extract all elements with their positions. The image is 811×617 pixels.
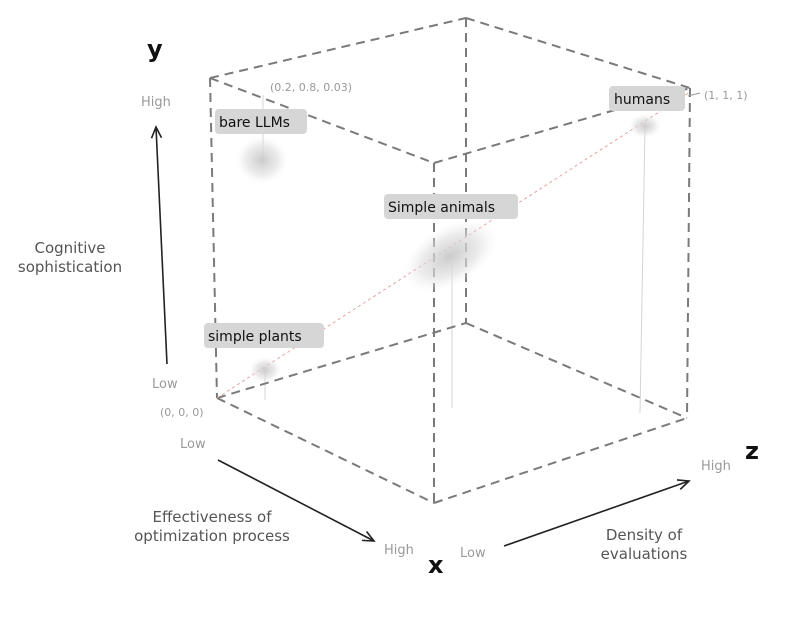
drop-line-humans [639, 126, 646, 414]
label-box-simple-animals [384, 194, 518, 219]
x-axis-name-line2: optimization process [134, 527, 290, 545]
y-axis-name-line1: Cognitive [34, 239, 105, 257]
z-axis-low: Low [460, 546, 486, 561]
coord-max: (1, 1, 1) [704, 89, 748, 102]
z-axis: z High Low Density of evaluations [460, 437, 759, 563]
blob-bare-llms [236, 136, 288, 184]
label-simple-animals: Simple animals [388, 200, 495, 216]
y-axis-name-line2: sophistication [18, 258, 122, 276]
z-axis-name-line2: evaluations [601, 545, 688, 563]
y-axis-letter: y [147, 35, 163, 63]
x-axis-low: Low [180, 437, 206, 452]
y-axis-high: High [141, 95, 171, 110]
z-axis-arrow [503, 479, 691, 547]
label-box-humans [609, 86, 685, 111]
z-axis-high: High [701, 459, 731, 474]
y-axis-arrow [150, 125, 168, 365]
cube-edge [686, 87, 691, 419]
y-axis-low: Low [152, 377, 178, 392]
z-axis-name-line1: Density of [606, 526, 683, 544]
blob-simple-plants [249, 357, 281, 383]
cube-edge [216, 322, 467, 399]
coord-origin: (0, 0, 0) [160, 406, 204, 419]
label-simple-plants: simple plants [208, 329, 302, 345]
point-labels: bare LLMs humans Simple animals simple p… [204, 86, 685, 348]
coord-llm: (0.2, 0.8, 0.03) [270, 81, 352, 94]
cube-edge [216, 397, 435, 504]
cube-edge [209, 17, 467, 79]
cube-edge [465, 322, 688, 419]
coord-max-tick [687, 92, 701, 97]
cube-edge [465, 17, 691, 89]
x-axis-name-line1: Effectiveness of [152, 508, 272, 526]
z-axis-letter: z [745, 437, 759, 465]
cube-edge [209, 77, 435, 164]
x-axis: Low Effectiveness of optimization proces… [134, 437, 444, 579]
cube-edge [433, 417, 688, 504]
x-axis-high: High [384, 543, 414, 558]
blob-simple-animals [402, 219, 498, 293]
cube-edge [209, 77, 218, 399]
cube-frame [209, 17, 691, 504]
coordinate-labels: (0.2, 0.8, 0.03) (1, 1, 1) (0, 0, 0) [160, 81, 748, 419]
blob-humans [629, 114, 661, 138]
label-humans: humans [614, 92, 670, 108]
diagonal-line [216, 91, 691, 399]
x-axis-letter: x [428, 551, 444, 579]
y-axis: y High Cognitive sophistication Low [18, 35, 178, 392]
label-bare-llms: bare LLMs [219, 115, 290, 131]
label-box-bare-llms [215, 109, 307, 134]
point-blobs [236, 114, 661, 383]
x-axis-arrow [217, 459, 376, 542]
label-box-simple-plants [204, 323, 324, 348]
